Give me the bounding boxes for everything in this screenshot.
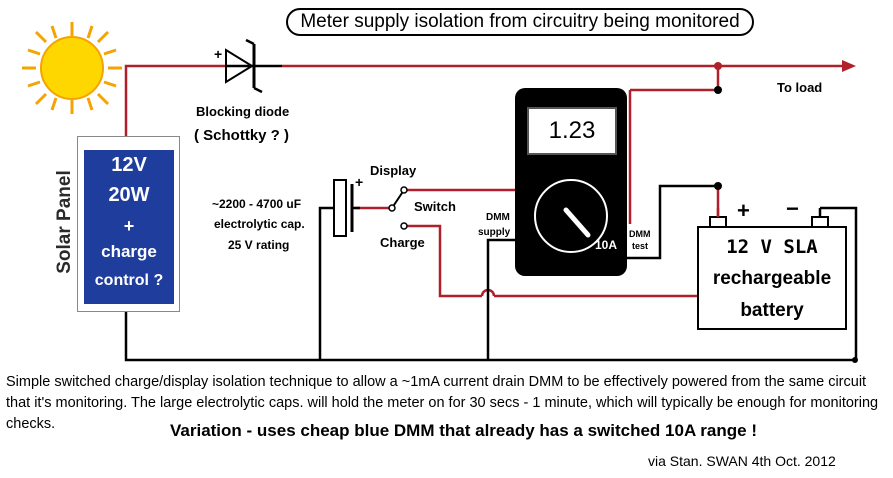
- switch-label: Switch: [414, 199, 456, 214]
- panel-voltage: 12V: [111, 154, 147, 176]
- battery-rating-label: 12 V SLA: [726, 236, 818, 258]
- solar-panel-face: 12V 20W + charge control ?: [84, 150, 174, 304]
- battery-minus-sign: −: [786, 196, 799, 221]
- capacitor-rating-label: 25 V rating: [228, 238, 290, 252]
- load-label: To load: [777, 80, 823, 95]
- diode-plus-sign: +: [214, 46, 223, 62]
- switch-display-label: Display: [370, 163, 417, 178]
- sun-icon: [22, 22, 122, 114]
- battery-label: battery: [740, 300, 804, 321]
- description-text: Simple switched charge/display isolation…: [6, 372, 888, 435]
- meter-test-label-2: test: [632, 241, 649, 251]
- capacitor-symbol: [333, 179, 360, 237]
- meter-display: 1.23: [527, 107, 617, 155]
- switch-symbol: [388, 186, 408, 230]
- meter-test-label-1: DMM: [629, 229, 651, 239]
- panel-charge: charge: [101, 242, 157, 261]
- to-load-arrow: [842, 60, 856, 72]
- description-body: Simple switched charge/display isolation…: [6, 374, 879, 432]
- meter-range-label: 10A: [595, 238, 618, 252]
- panel-control: control ?: [94, 272, 164, 289]
- diode-label: Blocking diode: [196, 104, 290, 119]
- diode-type-label: ( Schottky ? ): [194, 127, 290, 144]
- capacitor-plus-sign: +: [355, 174, 364, 190]
- battery-terminals: [709, 208, 829, 229]
- panel-wattage: 20W: [108, 184, 150, 206]
- battery: [697, 226, 847, 330]
- solar-panel-side-label: Solar Panel: [54, 170, 75, 274]
- meter-supply-label-2: supply: [478, 227, 511, 238]
- switch-charge-label: Charge: [380, 235, 425, 250]
- credit-line: via Stan. SWAN 4th Oct. 2012: [648, 453, 836, 469]
- variation-note: Variation - uses cheap blue DMM that alr…: [170, 421, 757, 440]
- meter-supply-label-1: DMM: [486, 212, 510, 223]
- capacitor-type-label: electrolytic cap.: [214, 217, 305, 231]
- diagram-title: Meter supply isolation from circuitry be…: [286, 8, 754, 36]
- diode-symbol: [225, 38, 282, 94]
- battery-plus-sign: +: [737, 198, 750, 223]
- battery-type-label: rechargeable: [712, 268, 832, 289]
- panel-plus: +: [123, 216, 135, 236]
- capacitor-value-label: ~2200 - 4700 uF: [212, 197, 302, 211]
